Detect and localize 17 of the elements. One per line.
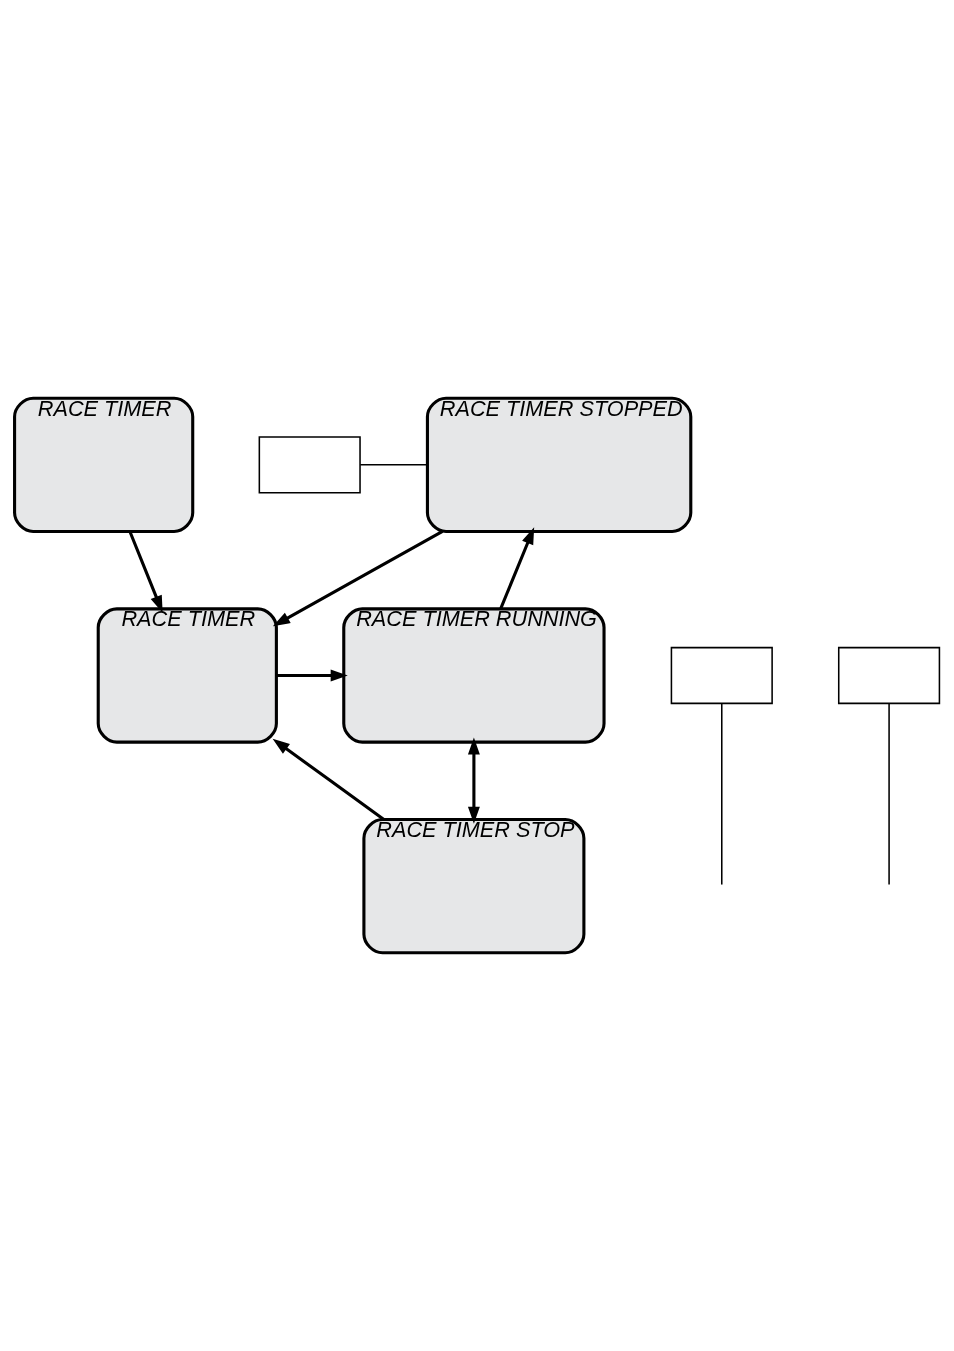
node-box: RACE TIMER RUNNING: [342, 607, 606, 744]
node-box: [670, 646, 773, 705]
arrow: [128, 530, 163, 613]
node-box: RACE TIMER STOP: [362, 818, 586, 955]
connector: [359, 464, 428, 466]
node-box: RACE TIMER: [96, 607, 278, 744]
node-box: [258, 436, 361, 494]
node-box: RACE TIMER STOPPED: [425, 396, 693, 533]
node-box: [837, 646, 941, 705]
arrow: [499, 527, 535, 609]
arrow: [272, 738, 385, 821]
arrow: [467, 737, 480, 824]
arrow: [272, 530, 444, 627]
arrow: [276, 669, 348, 682]
node-box: RACE TIMER: [13, 396, 195, 533]
connector: [721, 703, 723, 886]
connector: [888, 703, 890, 886]
